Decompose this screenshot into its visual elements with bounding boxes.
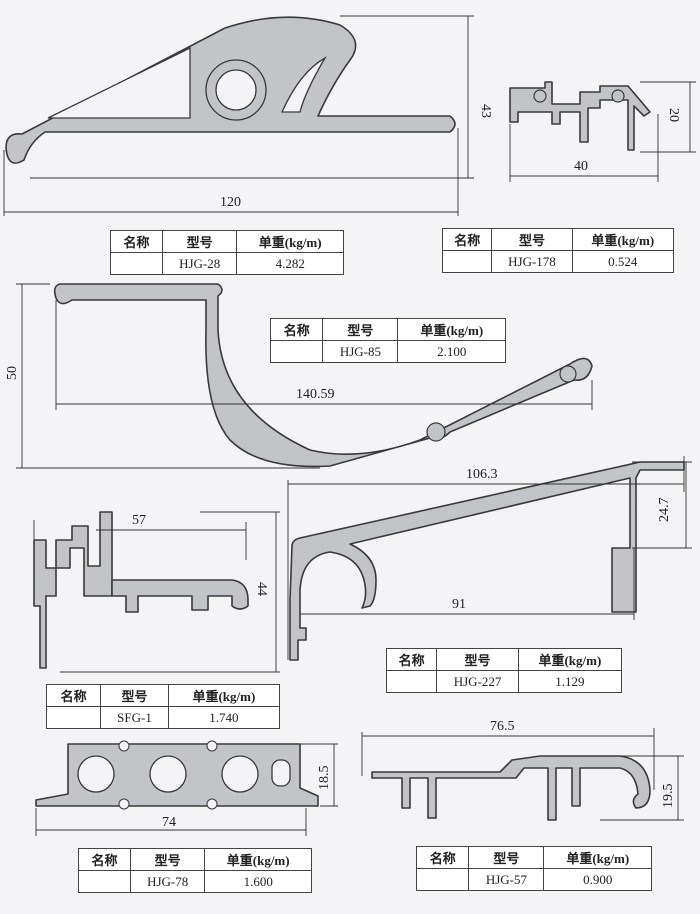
cell-name — [385, 670, 438, 693]
cell-model: HJG-28 — [161, 252, 238, 275]
header-model: 型号 — [436, 648, 519, 671]
header-weight: 单重(kg/m) — [204, 848, 312, 871]
dim-sfg-1-height: 44 — [254, 582, 269, 596]
cell-weight: 1.740 — [167, 706, 281, 729]
cell-model: HJG-227 — [436, 670, 519, 693]
cell-weight: 0.524 — [571, 250, 674, 273]
dim-hjg-178-height: 20 — [666, 108, 681, 122]
profile-hjg-57: 76.5 19.5 — [361, 719, 684, 821]
dim-hjg-57-height: 19.5 — [661, 784, 676, 809]
header-weight: 单重(kg/m) — [517, 648, 623, 671]
profile-hjg-85: 50 140.59 — [5, 283, 593, 469]
dim-hjg-78-width: 74 — [162, 815, 176, 830]
header-model: 型号 — [100, 684, 169, 707]
dim-hjg-85-width: 140.59 — [296, 387, 335, 402]
cell-name — [269, 340, 324, 363]
header-model: 型号 — [468, 846, 545, 869]
header-weight: 单重(kg/m) — [543, 846, 652, 869]
header-name: 名称 — [78, 848, 131, 871]
dim-hjg-178-width: 40 — [574, 159, 588, 174]
profile-hjg-78: 18.5 74 — [35, 740, 338, 836]
dim-hjg-28-width: 120 — [220, 195, 241, 210]
dim-hjg-227-depth: 91 — [452, 597, 466, 612]
header-name: 名称 — [441, 228, 493, 251]
header-name: 名称 — [269, 318, 324, 341]
dim-hjg-57-width: 76.5 — [490, 719, 515, 734]
dim-hjg-78-height: 18.5 — [317, 766, 332, 791]
profile-hjg-178: 40 20 — [509, 81, 696, 182]
header-model: 型号 — [161, 230, 238, 253]
dim-hjg-85-height: 50 — [5, 366, 20, 380]
profile-hjg-28: 120 43 — [3, 15, 493, 216]
dim-hjg-28-height: 43 — [478, 104, 493, 118]
cell-weight: 2.100 — [397, 340, 506, 363]
dim-hjg-227-height: 24.7 — [657, 498, 672, 523]
cell-model: HJG-78 — [129, 870, 206, 893]
header-weight: 单重(kg/m) — [571, 228, 674, 251]
dim-sfg-1-width: 57 — [132, 513, 146, 528]
header-weight: 单重(kg/m) — [167, 684, 281, 707]
cell-name — [415, 868, 470, 891]
header-weight: 单重(kg/m) — [236, 230, 344, 253]
header-name: 名称 — [45, 684, 102, 707]
cell-model: HJG-57 — [468, 868, 545, 891]
header-name: 名称 — [415, 846, 470, 869]
header-model: 型号 — [129, 848, 206, 871]
header-weight: 单重(kg/m) — [397, 318, 506, 341]
header-model: 型号 — [491, 228, 573, 251]
cell-model: HJG-178 — [491, 250, 573, 273]
profile-sfg-1: 57 44 — [33, 511, 280, 673]
profile-hjg-227: 106.3 24.7 91 — [287, 456, 692, 661]
cell-weight: 4.282 — [236, 252, 344, 275]
dim-hjg-227-width: 106.3 — [466, 467, 498, 482]
cell-name — [441, 250, 493, 273]
cell-model: HJG-85 — [322, 340, 399, 363]
cell-weight: 1.600 — [204, 870, 312, 893]
header-name: 名称 — [110, 230, 163, 253]
cell-name — [110, 252, 163, 275]
cell-weight: 0.900 — [543, 868, 652, 891]
cell-name — [45, 706, 102, 729]
header-model: 型号 — [322, 318, 399, 341]
cell-weight: 1.129 — [517, 670, 623, 693]
header-name: 名称 — [385, 648, 438, 671]
cell-model: SFG-1 — [100, 706, 169, 729]
cell-name — [78, 870, 131, 893]
